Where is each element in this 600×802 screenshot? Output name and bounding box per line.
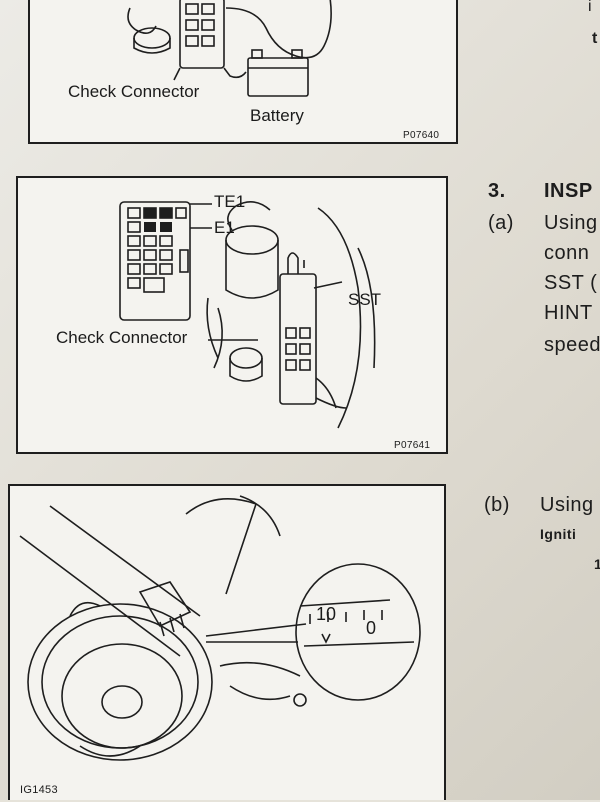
figure-code: IG1453 bbox=[20, 784, 58, 796]
label-sst: SST bbox=[348, 290, 382, 309]
text-line: SST ( bbox=[544, 272, 598, 294]
label-battery: Battery bbox=[250, 106, 304, 125]
text-line: HINT bbox=[544, 302, 593, 324]
text-fragment: t bbox=[592, 30, 598, 47]
figure-check-connector-battery: Check Connector Battery P07640 bbox=[28, 0, 458, 144]
substep-label-b: (b) bbox=[484, 494, 510, 516]
step-title: INSP bbox=[544, 180, 593, 202]
text-line: Igniti bbox=[540, 526, 577, 542]
figure-code: P07641 bbox=[394, 440, 431, 451]
label-check-connector: Check Connector bbox=[56, 328, 188, 347]
text-line: conn bbox=[544, 242, 590, 264]
text-line: speed bbox=[544, 334, 600, 356]
text-fragment: i bbox=[588, 0, 593, 15]
substep-label-a: (a) bbox=[488, 212, 514, 234]
label-check-connector: Check Connector bbox=[68, 82, 200, 101]
right-text-column: i t 3. INSP (a) Using conn SST ( HINT sp… bbox=[470, 0, 600, 800]
illustration-check-connector-sst bbox=[119, 201, 376, 429]
scale-label-0: 0 bbox=[366, 618, 377, 638]
step-number: 3. bbox=[488, 180, 506, 202]
text-line: Using bbox=[540, 494, 594, 516]
text-line: 1 bbox=[594, 556, 600, 572]
figure-timing-marks: 10 0 IG1453 bbox=[8, 484, 446, 800]
figure-code: P07640 bbox=[403, 130, 440, 141]
text-line: Using bbox=[544, 212, 598, 234]
label-e1: E1 bbox=[214, 218, 235, 237]
figure-check-connector-sst: TE1 E1 SST Check Connector P07641 bbox=[16, 176, 448, 454]
illustration-crankshaft-pulley bbox=[19, 495, 421, 761]
scale-label-10: 10 bbox=[316, 604, 337, 624]
label-te1: TE1 bbox=[214, 192, 246, 211]
illustration-engine-battery bbox=[127, 0, 332, 97]
